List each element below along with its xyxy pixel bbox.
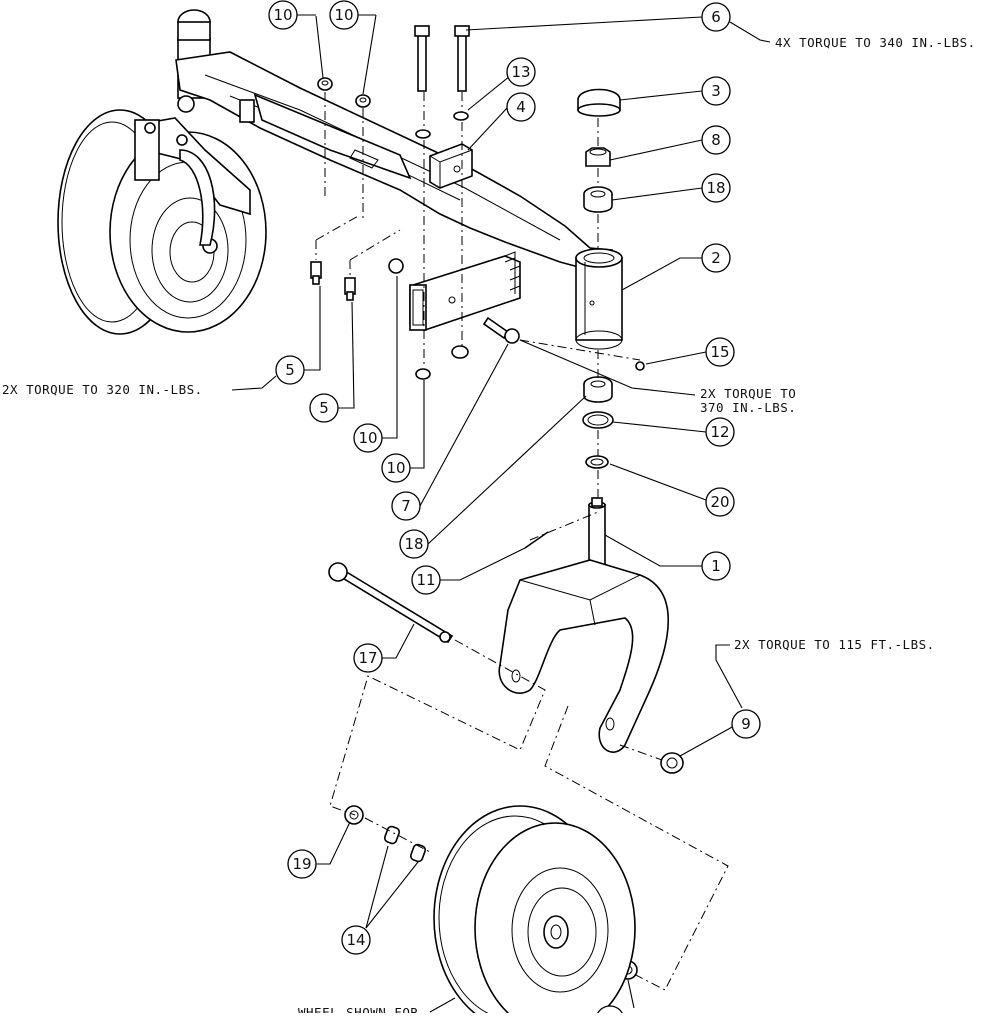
torque-note-320: 2X TORQUE TO 320 IN.-LBS. [2,375,277,397]
lock-nut-9-icon [660,752,684,774]
castle-nut-8-icon [585,147,611,167]
callout-6: 6 [465,2,771,43]
svg-text:2X TORQUE TO 115 FT.-LBS.: 2X TORQUE TO 115 FT.-LBS. [734,637,935,652]
svg-text:1: 1 [711,557,721,575]
svg-text:4: 4 [516,98,526,116]
center-lines [315,92,729,991]
callout-15: 15 [645,337,735,367]
svg-text:18: 18 [706,179,725,197]
seal-12-icon [582,411,614,429]
callout-20: 20 [609,463,735,517]
bearing-18-icon [583,186,613,403]
svg-text:9: 9 [741,715,751,733]
grease-fitting-15-icon [635,361,645,371]
callout-5b: 5 [309,301,355,423]
callout-4: 4 [467,92,536,151]
axle-bolt-17-icon [328,562,454,644]
svg-text:13: 13 [511,63,530,81]
callout-14: 14 [341,845,419,955]
svg-text:11: 11 [416,571,435,589]
svg-text:8: 8 [711,131,721,149]
svg-text:17: 17 [358,649,377,667]
callout-12: 12 [612,417,735,447]
svg-text:10: 10 [386,459,405,477]
svg-text:5: 5 [285,361,295,379]
stud-5-icon [310,261,356,301]
callout-5a: 5 [275,286,321,385]
svg-text:6: 6 [711,8,721,26]
svg-text:3: 3 [711,82,721,100]
washer-20-icon [585,455,609,469]
svg-text:10: 10 [334,6,353,24]
svg-text:12: 12 [710,423,729,441]
torque-note-370: 2X TORQUE TO 370 IN.-LBS. [519,339,796,415]
svg-text:14: 14 [346,931,365,949]
dust-cap-3-icon [577,88,621,117]
svg-text:19: 19 [292,855,311,873]
svg-text:20: 20 [710,493,729,511]
callout-11: 11 [411,547,526,595]
torque-note-340: 4X TORQUE TO 340 IN.-LBS. [775,35,976,50]
callout-9: 9 [679,709,761,757]
svg-text:370 IN.-LBS.: 370 IN.-LBS. [700,400,796,415]
svg-text:10: 10 [273,6,292,24]
svg-text:15: 15 [710,343,729,361]
svg-text:10: 10 [358,429,377,447]
callout-10d: 10 [381,380,425,483]
cotter-pin-11-icon [524,531,549,549]
callout-3: 3 [619,76,731,106]
svg-text:2: 2 [711,249,721,267]
callout-17: 17 [353,623,415,673]
callout-10c: 10 [353,276,398,453]
callout-13: 13 [467,57,536,111]
wheel-note: WHEEL SHOWN FOR [298,997,456,1018]
key-14-icon [383,825,427,863]
bolt-6-icon [414,25,470,92]
svg-text:2X TORQUE TO 320 IN.-LBS.: 2X TORQUE TO 320 IN.-LBS. [2,382,203,397]
callout-10a: 10 [268,0,324,79]
svg-text:2X TORQUE TO: 2X TORQUE TO [700,386,796,401]
caster-wheel-icon [433,805,636,1018]
callout-10b: 10 [329,0,377,95]
caster-fork-icon [498,497,669,753]
svg-text:WHEEL SHOWN FOR: WHEEL SHOWN FOR [298,1005,418,1013]
callout-19: 19 [287,821,351,879]
nut-10-icon [317,77,469,380]
bolt-7-icon [482,316,520,344]
callout-7: 7 [391,343,509,521]
svg-text:7: 7 [401,497,411,515]
callout-8: 8 [609,125,731,161]
svg-text:5: 5 [319,399,329,417]
torque-note-115: 2X TORQUE TO 115 FT.-LBS. [715,637,935,709]
front-axle-frame-icon [175,51,623,350]
callout-2: 2 [621,243,731,291]
callout-leader-bottom [627,979,635,1009]
svg-text:18: 18 [404,535,423,553]
callout-1: 1 [604,534,731,581]
callout-18a: 18 [611,173,731,203]
assembled-caster-wheel-icon [57,9,267,335]
callout-18b: 18 [399,395,587,559]
